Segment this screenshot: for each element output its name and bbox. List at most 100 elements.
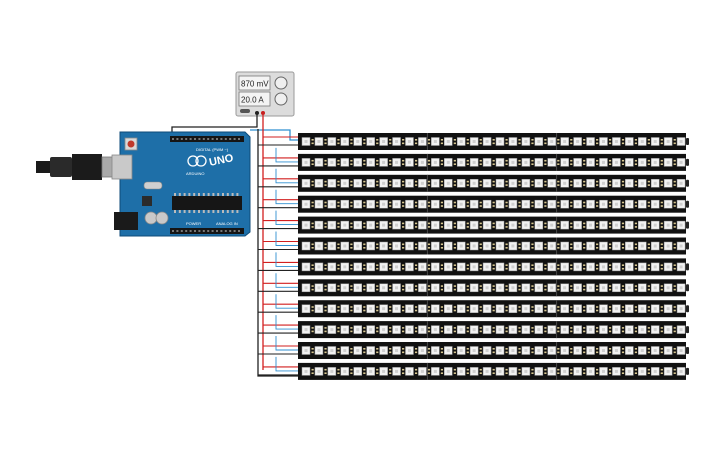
led-strip[interactable]: [298, 153, 689, 171]
header-pin[interactable]: [202, 138, 205, 140]
header-pin[interactable]: [185, 230, 188, 232]
voltage-knob[interactable]: [274, 76, 288, 90]
header-pin[interactable]: [176, 230, 179, 232]
power-supply[interactable]: 870 mV 20.0 A: [235, 71, 295, 117]
header-pin[interactable]: [202, 230, 205, 232]
usb-port: [111, 154, 133, 180]
strip-data-wire[interactable]: [275, 294, 300, 309]
header-pin[interactable]: [207, 230, 210, 232]
header-pin[interactable]: [172, 230, 174, 232]
strip-data-wire[interactable]: [275, 147, 300, 163]
strip-data-wire[interactable]: [275, 231, 300, 246]
chip-leg: [188, 210, 191, 213]
smd-pad: [492, 285, 495, 287]
gnd-bus-wire[interactable]: [257, 129, 300, 377]
led-strip[interactable]: [298, 237, 689, 255]
header-pin[interactable]: [238, 138, 240, 140]
header-pin[interactable]: [233, 138, 236, 140]
strip-data-wire[interactable]: [275, 189, 300, 205]
header-pin[interactable]: [238, 230, 240, 232]
led-strip[interactable]: [298, 133, 689, 150]
strip-data-wire[interactable]: [275, 356, 300, 372]
led-die: [550, 244, 554, 248]
smd-pad: [363, 247, 366, 249]
led-die: [511, 369, 515, 373]
strip-data-wire[interactable]: [275, 273, 300, 288]
arduino-uno-board[interactable]: UNO ARDUINO DIGITAL (PWM ~) POWER ANALOG…: [111, 131, 251, 237]
positive-terminal[interactable]: [261, 111, 265, 115]
usb-cable[interactable]: [36, 154, 125, 180]
led-strip[interactable]: [298, 362, 689, 380]
header-pin[interactable]: [176, 138, 179, 140]
data-wire[interactable]: [250, 129, 300, 141]
smd-pad: [544, 372, 547, 374]
header-pin[interactable]: [233, 230, 236, 232]
header-pin[interactable]: [211, 230, 214, 232]
strip-data-wire[interactable]: [275, 315, 300, 330]
header-pin[interactable]: [220, 230, 223, 232]
smd-pad: [596, 205, 599, 207]
smd-pad: [440, 330, 444, 333]
led-die: [524, 244, 528, 248]
smd-pad: [596, 372, 599, 374]
header-pin[interactable]: [194, 230, 196, 232]
power-analog-header[interactable]: [170, 228, 244, 234]
header-pin[interactable]: [211, 138, 214, 140]
led-strip[interactable]: [298, 342, 689, 359]
header-pin[interactable]: [229, 138, 232, 140]
header-pin[interactable]: [189, 138, 192, 140]
negative-terminal[interactable]: [255, 111, 259, 115]
led-die: [433, 265, 437, 269]
smd-pad: [583, 330, 586, 333]
led-die: [640, 265, 644, 269]
led-strip[interactable]: [298, 174, 689, 192]
smd-pad: [673, 327, 676, 329]
header-pin[interactable]: [180, 138, 183, 140]
header-pin[interactable]: [194, 138, 196, 140]
led-strip[interactable]: [298, 258, 689, 276]
strip-data-wire[interactable]: [275, 168, 300, 184]
power-switch[interactable]: [240, 109, 250, 113]
led-strip[interactable]: [298, 321, 689, 339]
led-strip[interactable]: [298, 216, 689, 234]
smd-pad: [531, 368, 534, 371]
smd-pad: [376, 267, 379, 270]
header-pin[interactable]: [224, 138, 227, 140]
header-pin[interactable]: [216, 230, 218, 232]
header-pin[interactable]: [224, 230, 227, 232]
current-display: [238, 91, 271, 107]
led-strip[interactable]: [298, 195, 689, 213]
current-knob[interactable]: [274, 92, 288, 106]
header-pin[interactable]: [189, 230, 192, 232]
header-pin[interactable]: [198, 138, 201, 140]
led-die: [472, 181, 476, 185]
smd-pad: [544, 285, 547, 287]
smd-pad: [621, 285, 625, 287]
header-pin[interactable]: [216, 138, 218, 140]
led-die: [369, 160, 373, 164]
strip-data-wire[interactable]: [275, 336, 300, 351]
smd-pad: [531, 142, 534, 145]
header-pin[interactable]: [172, 138, 174, 140]
header-pin[interactable]: [198, 230, 201, 232]
digital-pins[interactable]: [172, 138, 240, 140]
header-pin[interactable]: [185, 138, 188, 140]
led-die: [640, 223, 644, 227]
header-pin[interactable]: [180, 230, 183, 232]
digital-header[interactable]: [170, 136, 244, 142]
smd-pad: [557, 243, 560, 246]
strip-data-wire[interactable]: [275, 252, 300, 267]
smd-pad: [608, 330, 612, 333]
led-die: [446, 181, 450, 185]
power-header-label: POWER: [186, 221, 201, 226]
led-strip[interactable]: [298, 300, 689, 318]
header-pin[interactable]: [207, 138, 210, 140]
smd-pad: [376, 243, 379, 246]
led-strip[interactable]: [298, 279, 689, 297]
analog-pins[interactable]: [172, 230, 240, 232]
strip-data-wire[interactable]: [275, 210, 300, 226]
led-die: [666, 160, 670, 164]
header-pin[interactable]: [220, 138, 223, 140]
header-pin[interactable]: [229, 230, 232, 232]
